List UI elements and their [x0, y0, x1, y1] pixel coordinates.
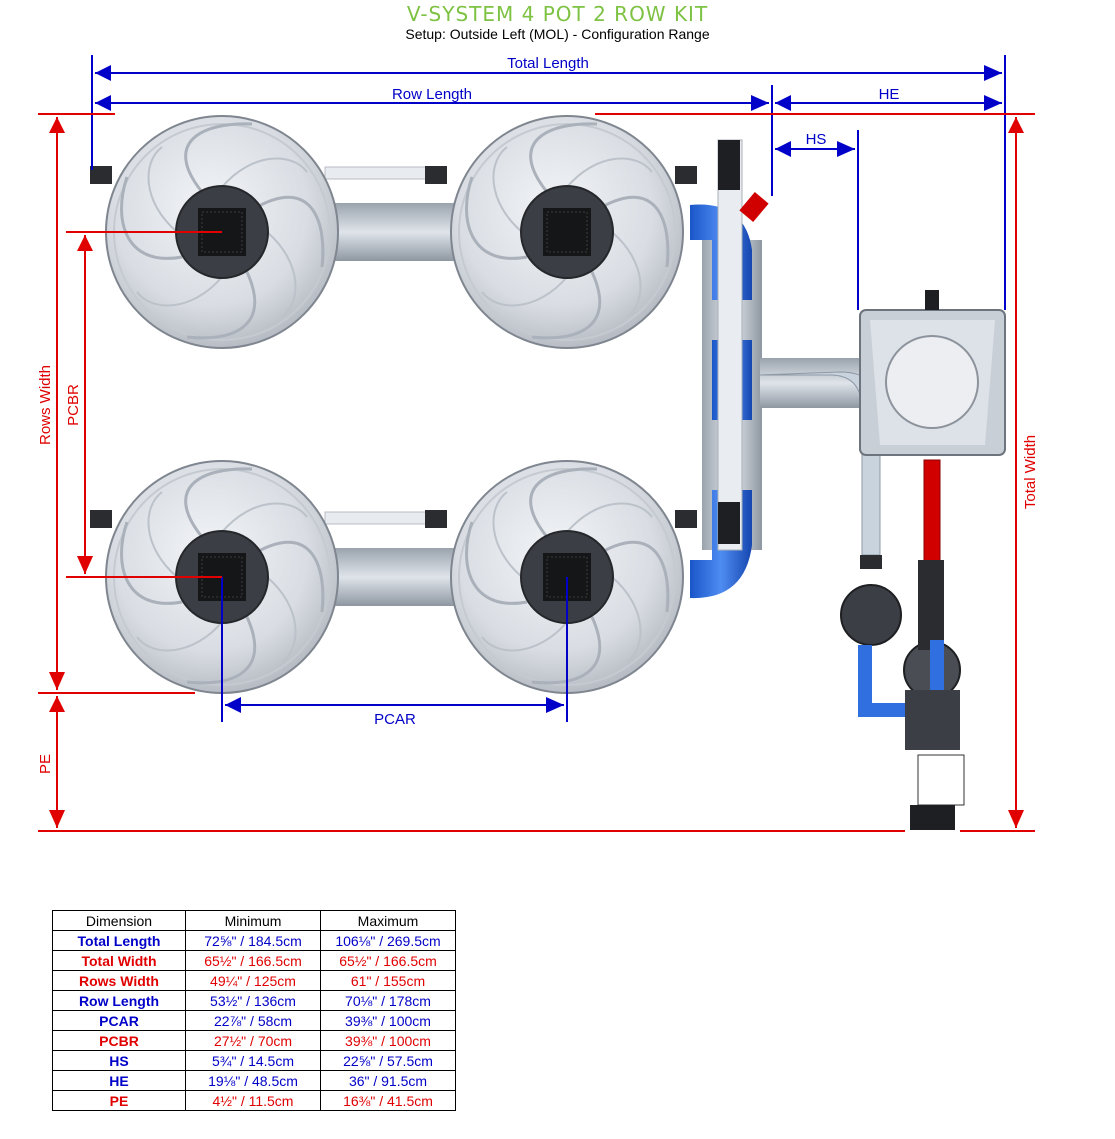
- row-max: 65½" / 166.5cm: [320, 950, 456, 971]
- dim-rows-width: [38, 113, 1035, 694]
- red-valve: [739, 192, 769, 222]
- system-diagram: Total Length Row Length HE HS PCAR Rows …: [37, 55, 1040, 832]
- row-name: PE: [52, 1090, 186, 1111]
- dim-row-length: [95, 85, 773, 196]
- header-minimum: Minimum: [185, 910, 321, 931]
- dim-hs: [775, 130, 859, 310]
- row-name: Rows Width: [52, 970, 186, 991]
- row-min: 22⅞" / 58cm: [185, 1010, 321, 1031]
- row-min: 53½" / 136cm: [185, 990, 321, 1011]
- row-name: PCAR: [52, 1010, 186, 1031]
- row-name: HE: [52, 1070, 186, 1091]
- row-max: 16⅜" / 41.5cm: [320, 1090, 456, 1111]
- fitting-icon: [425, 166, 447, 184]
- top-connector-tube: [330, 203, 470, 261]
- header-dimension: Dimension: [52, 910, 186, 931]
- row-name: Row Length: [52, 990, 186, 1011]
- table-row: PE 4½" / 11.5cm 16⅜" / 41.5cm: [52, 1090, 456, 1111]
- row-min: 65½" / 166.5cm: [185, 950, 321, 971]
- row-max: 39⅜" / 100cm: [320, 1030, 456, 1051]
- controller-box: [859, 290, 1006, 456]
- controller-feed-tube: [760, 358, 870, 408]
- table-header-row: Dimension Minimum Maximum: [52, 910, 456, 931]
- label-total-length: Total Length: [507, 55, 589, 72]
- row-max: 70⅛" / 178cm: [320, 990, 456, 1011]
- row-min: 4½" / 11.5cm: [185, 1090, 321, 1111]
- header-maximum: Maximum: [320, 910, 456, 931]
- row-min: 5¾" / 14.5cm: [185, 1050, 321, 1071]
- label-rows-width: Rows Width: [37, 365, 54, 445]
- dimension-table: Dimension Minimum Maximum Total Length 7…: [52, 910, 456, 1111]
- row-name: Total Width: [52, 950, 186, 971]
- dim-total-length: [91, 55, 1006, 310]
- fitting-icon: [675, 166, 697, 184]
- manifold-top-cap: [718, 140, 740, 190]
- row-min: 72⅝" / 184.5cm: [185, 930, 321, 951]
- label-pcar: PCAR: [374, 711, 416, 728]
- label-total-width: Total Width: [1022, 435, 1039, 509]
- manifold-white-riser: [717, 139, 743, 551]
- row-max: 61" / 155cm: [320, 970, 456, 991]
- fitting-icon: [90, 166, 112, 184]
- dim-pcbr: [66, 231, 222, 578]
- row-min: 49¼" / 125cm: [185, 970, 321, 991]
- row-name: HS: [52, 1050, 186, 1071]
- label-hs: HS: [806, 131, 827, 148]
- dim-pcar: [221, 577, 568, 722]
- table-row: Total Width 65½" / 166.5cm 65½" / 166.5c…: [52, 950, 456, 971]
- diagram-subtitle: Setup: Outside Left (MOL) - Configuratio…: [405, 26, 710, 42]
- table-row: PCBR 27½" / 70cm 39⅜" / 100cm: [52, 1030, 456, 1051]
- manifold-bottom-cap: [718, 502, 740, 544]
- row-min: 27½" / 70cm: [185, 1030, 321, 1051]
- table-row: HS 5¾" / 14.5cm 22⅝" / 57.5cm: [52, 1050, 456, 1071]
- fitting-icon: [90, 510, 112, 528]
- table-row: Total Length 72⅝" / 184.5cm 106⅛" / 269.…: [52, 930, 456, 951]
- pot-top-right: [449, 114, 685, 350]
- row-max: 39⅜" / 100cm: [320, 1010, 456, 1031]
- label-pe: PE: [37, 754, 54, 774]
- table-row: Row Length 53½" / 136cm 70⅛" / 178cm: [52, 990, 456, 1011]
- table-row: PCAR 22⅞" / 58cm 39⅜" / 100cm: [52, 1010, 456, 1031]
- fitting-icon: [425, 510, 447, 528]
- label-row-length: Row Length: [392, 86, 472, 103]
- label-pcbr: PCBR: [65, 384, 82, 426]
- bottom-link-bar: [324, 511, 436, 525]
- fitting-icon: [675, 510, 697, 528]
- table-row: Rows Width 49¼" / 125cm 61" / 155cm: [52, 970, 456, 991]
- row-max: 106⅛" / 269.5cm: [320, 930, 456, 951]
- bottom-connector-tube: [330, 548, 470, 606]
- row-max: 22⅝" / 57.5cm: [320, 1050, 456, 1071]
- pump: [903, 560, 965, 830]
- row-min: 19⅛" / 48.5cm: [185, 1070, 321, 1091]
- label-he: HE: [879, 86, 900, 103]
- top-link-bar: [324, 166, 436, 180]
- table-row: HE 19⅛" / 48.5cm 36" / 91.5cm: [52, 1070, 456, 1091]
- row-max: 36" / 91.5cm: [320, 1070, 456, 1091]
- row-name: PCBR: [52, 1030, 186, 1051]
- row-name: Total Length: [52, 930, 186, 951]
- dim-pe: [38, 696, 1035, 832]
- diagram-title: V-SYSTEM 4 POT 2 ROW KIT: [406, 2, 709, 26]
